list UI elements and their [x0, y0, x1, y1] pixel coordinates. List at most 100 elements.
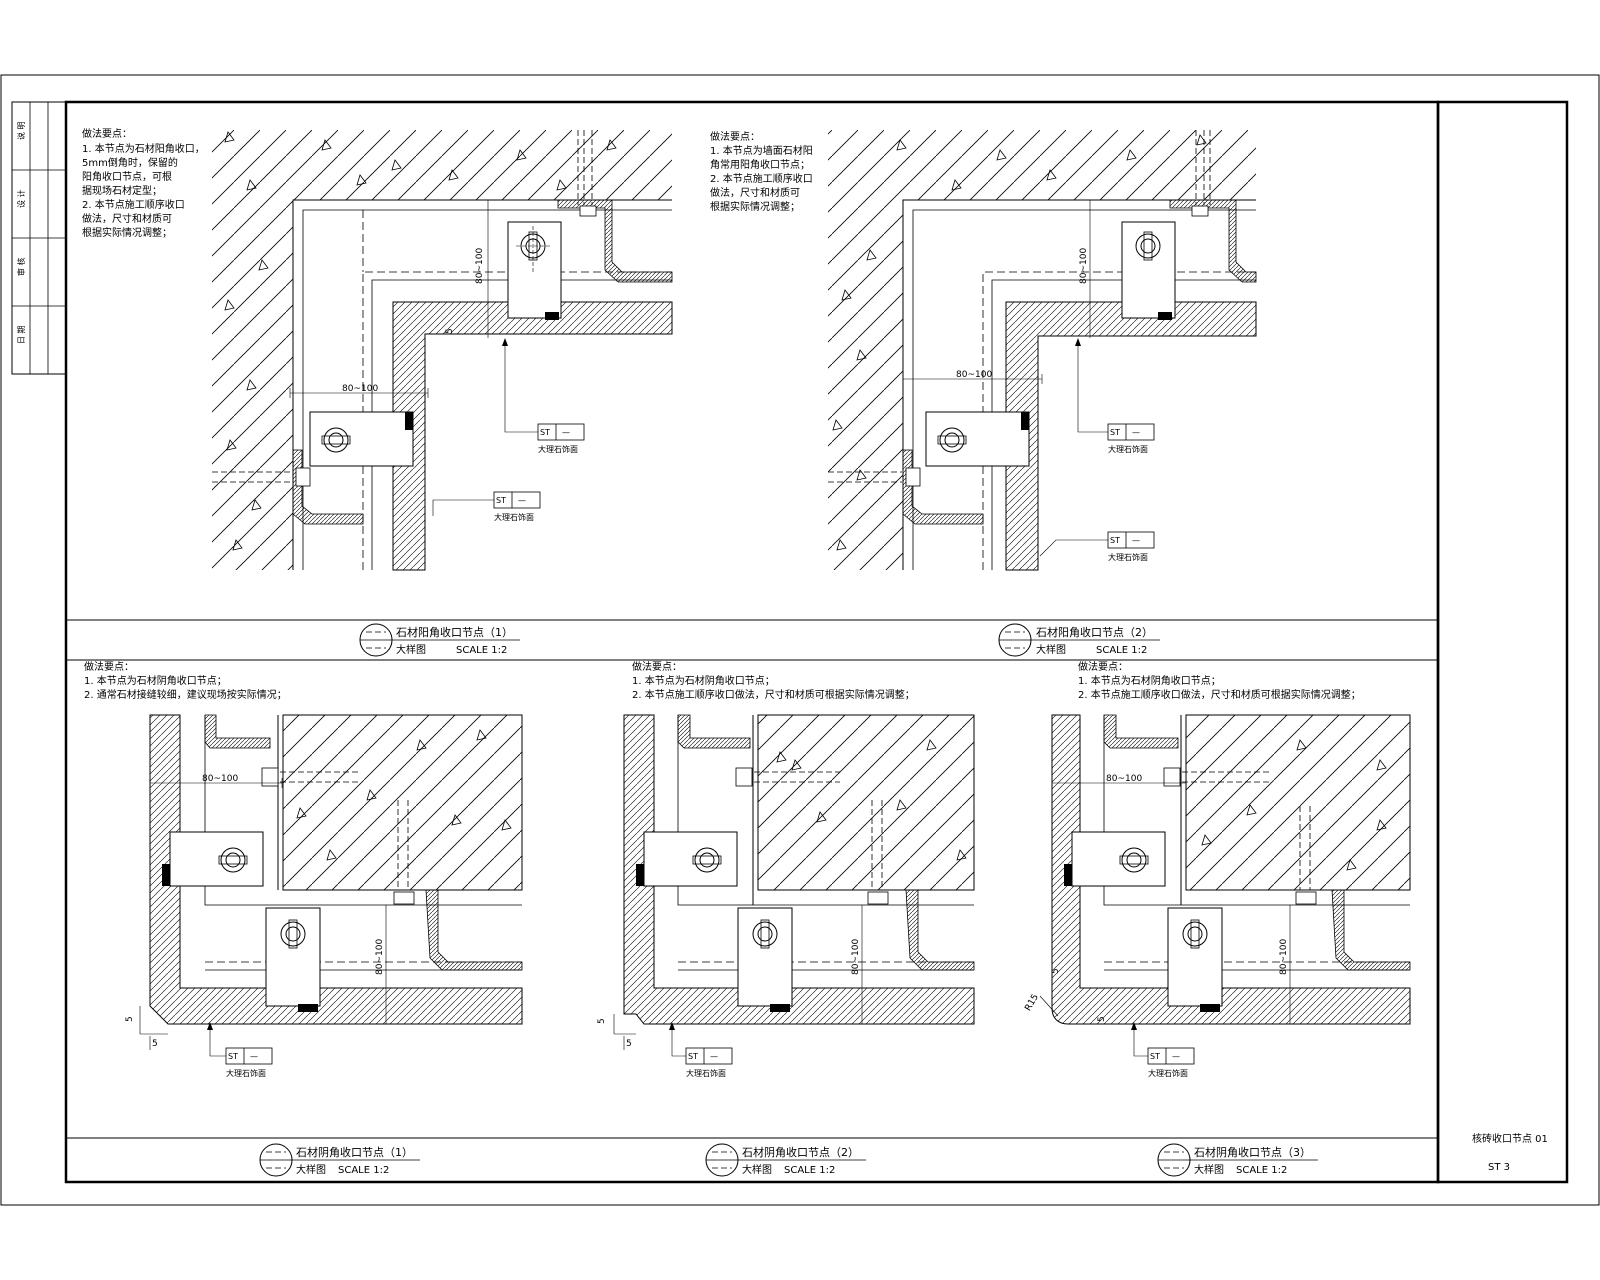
- d3-dim-5b: 5: [152, 1039, 158, 1049]
- d4-dim-vertical: 80~100: [851, 939, 861, 975]
- d3-dim-horizontal: 80~100: [202, 774, 238, 784]
- d4-dim-5a: 5: [597, 1018, 607, 1024]
- svg-text:—: —: [1132, 428, 1140, 437]
- title-1-name: 石材阳角收口节点（1）: [396, 625, 513, 639]
- title-3-name: 石材阴角收口节点（1）: [296, 1145, 413, 1159]
- d3-tag-1-label: 大理石饰面: [226, 1068, 266, 1078]
- svg-text:ST: ST: [496, 496, 506, 505]
- d5-dim-5b: 5: [1097, 1016, 1107, 1022]
- d5-tag-1: ST — 大理石饰面: [1147, 1047, 1195, 1078]
- detail-4: 80~100 5 5 ST — 大理石饰面 做法要点： 1. 本节点为石材阴角收…: [597, 660, 975, 1078]
- svg-text:ST: ST: [1150, 1052, 1160, 1061]
- d5-dim-5a: 5: [1051, 968, 1061, 974]
- svg-text:ST: ST: [228, 1052, 238, 1061]
- d3-dim-5a: 5: [125, 1016, 135, 1022]
- drawing-title: 核砖收口节点 01: [1472, 1132, 1548, 1145]
- title-5-scale: 大样图: [1194, 1163, 1224, 1176]
- drawing-number: ST 3: [1488, 1162, 1510, 1173]
- d4-tag-1-label: 大理石饰面: [686, 1068, 726, 1078]
- detail-5: 80~100 80~100 5 R15 5 ST — 大理石饰面 做法要点： 1…: [1023, 660, 1411, 1078]
- d5-tag-1-label: 大理石饰面: [1148, 1068, 1188, 1078]
- d4-notes: 做法要点： 1. 本节点为石材阴角收口节点； 2. 本节点施工顺序收口做法，尺寸…: [632, 660, 915, 701]
- svg-text:—: —: [250, 1052, 258, 1061]
- title-4-scale: 大样图: [742, 1163, 772, 1176]
- svg-text:角常用阳角收口节点；: 角常用阳角收口节点；: [710, 158, 810, 171]
- title-1-scale-value: SCALE 1:2: [456, 645, 507, 656]
- d1-tag-2: ST — 大理石饰面: [493, 491, 541, 522]
- d2-dim-horizontal: 80~100: [956, 370, 992, 380]
- svg-text:—: —: [1172, 1052, 1180, 1061]
- svg-text:做法要点：: 做法要点：: [82, 127, 132, 140]
- detail-title-5: 石材阴角收口节点（3） 大样图 SCALE 1:2: [1157, 1143, 1318, 1177]
- d1-dim-vertical: 80~100: [475, 248, 485, 284]
- svg-text:—: —: [518, 496, 526, 505]
- d3-notes: 做法要点： 1. 本节点为石材阴角收口节点； 2. 通常石材接缝较细，建议现场按…: [84, 660, 287, 701]
- detail-2: 80~100 80~100 ST — 大理石饰面 ST — 大理石饰面 做法要点…: [710, 130, 1257, 571]
- d5-dim-vertical: 80~100: [1279, 939, 1289, 975]
- svg-text:2. 本节点施工顺序收口: 2. 本节点施工顺序收口: [710, 172, 813, 185]
- d1-tag-1: ST — 大理石饰面: [537, 423, 585, 454]
- svg-text:做法，尺寸和材质可: 做法，尺寸和材质可: [710, 186, 800, 199]
- d5-notes: 做法要点： 1. 本节点为石材阴角收口节点； 2. 本节点施工顺序收口做法，尺寸…: [1078, 660, 1361, 701]
- title-4-name: 石材阴角收口节点（2）: [742, 1145, 859, 1159]
- d3-tag-1: ST — 大理石饰面: [225, 1047, 273, 1078]
- svg-text:—: —: [710, 1052, 718, 1061]
- d1-dim-horizontal: 80~100: [342, 384, 378, 394]
- svg-text:2. 本节点施工顺序收口做法，尺寸和材质可根据实际情况调整；: 2. 本节点施工顺序收口做法，尺寸和材质可根据实际情况调整；: [632, 688, 915, 701]
- svg-text:ST: ST: [1110, 536, 1120, 545]
- d1-tag-1-label: 大理石饰面: [538, 444, 578, 454]
- detail-title-4: 石材阴角收口节点（2） 大样图 SCALE 1:2: [705, 1143, 866, 1177]
- detail-title-1: 石材阳角收口节点（1） 大样图 SCALE 1:2: [359, 623, 520, 657]
- detail-1: 80~100 80~100 5 ST — 大理石饰面 ST — 大理石饰面 做法…: [82, 127, 673, 571]
- title-3-scale: 大样图: [296, 1163, 326, 1176]
- title-block: [1436, 100, 1569, 1184]
- svg-text:根据实际情况调整；: 根据实际情况调整；: [710, 200, 800, 213]
- title-5-name: 石材阴角收口节点（3）: [1194, 1145, 1311, 1159]
- d3-dim-vertical: 80~100: [375, 939, 385, 975]
- title-5-scale-value: SCALE 1:2: [1236, 1165, 1287, 1176]
- d5-dim-horizontal: 80~100: [1106, 774, 1142, 784]
- d2-tag-2-label: 大理石饰面: [1108, 552, 1148, 562]
- d1-tag-2-label: 大理石饰面: [494, 512, 534, 522]
- side-cell-2: 设 计: [16, 189, 26, 208]
- svg-text:2. 本节点施工顺序收口: 2. 本节点施工顺序收口: [82, 198, 185, 211]
- side-strip-table: 说 明 设 计 审 核 日 期: [11, 101, 67, 375]
- svg-text:—: —: [562, 428, 570, 437]
- svg-text:ST: ST: [540, 428, 550, 437]
- svg-text:做法，尺寸和材质可: 做法，尺寸和材质可: [82, 212, 172, 225]
- outer-border: [0, 74, 1600, 1206]
- d5-dim-r15: R15: [1023, 993, 1041, 1013]
- svg-text:2. 通常石材接缝较细，建议现场按实际情况；: 2. 通常石材接缝较细，建议现场按实际情况；: [84, 688, 287, 701]
- detail-title-2: 石材阳角收口节点（2） 大样图 SCALE 1:2: [998, 623, 1160, 657]
- svg-text:做法要点：: 做法要点：: [632, 660, 682, 673]
- svg-text:1. 本节点为石材阳角收口，: 1. 本节点为石材阳角收口，: [82, 142, 205, 155]
- title-3-scale-value: SCALE 1:2: [338, 1165, 389, 1176]
- d1-dim-gap: 5: [445, 328, 455, 334]
- svg-text:做法要点：: 做法要点：: [710, 130, 760, 143]
- svg-text:阳角收口节点，可根: 阳角收口节点，可根: [82, 170, 172, 183]
- d2-dim-vertical: 80~100: [1079, 248, 1089, 284]
- title-2-scale-value: SCALE 1:2: [1096, 645, 1147, 656]
- svg-text:做法要点：: 做法要点：: [1078, 660, 1128, 673]
- svg-text:2. 本节点施工顺序收口做法，尺寸和材质可根据实际情况调整；: 2. 本节点施工顺序收口做法，尺寸和材质可根据实际情况调整；: [1078, 688, 1361, 701]
- svg-text:ST: ST: [688, 1052, 698, 1061]
- svg-text:ST: ST: [1110, 428, 1120, 437]
- svg-text:1. 本节点为墙面石材阳: 1. 本节点为墙面石材阳: [710, 144, 813, 157]
- d1-notes: 做法要点： 1. 本节点为石材阳角收口， 5mm倒角时，保留的 阳角收口节点，可…: [82, 127, 205, 239]
- side-cell-3: 审 核: [16, 257, 26, 276]
- detail-3: 80~100 80~100 5 5 ST — 大理石饰面 做法要点： 1. 本节…: [84, 660, 523, 1078]
- d2-tag-1-label: 大理石饰面: [1108, 444, 1148, 454]
- title-1-scale: 大样图: [396, 643, 426, 656]
- svg-text:—: —: [1132, 536, 1140, 545]
- d2-tag-2: ST — 大理石饰面: [1107, 531, 1155, 562]
- svg-text:1. 本节点为石材阴角收口节点；: 1. 本节点为石材阴角收口节点；: [632, 674, 775, 687]
- svg-text:1. 本节点为石材阴角收口节点；: 1. 本节点为石材阴角收口节点；: [84, 674, 227, 687]
- d4-dim-5b: 5: [626, 1039, 632, 1049]
- svg-text:做法要点：: 做法要点：: [84, 660, 134, 673]
- svg-text:根据实际情况调整；: 根据实际情况调整；: [82, 226, 172, 239]
- svg-text:据现场石材定型；: 据现场石材定型；: [82, 184, 162, 197]
- svg-text:5mm倒角时，保留的: 5mm倒角时，保留的: [82, 156, 178, 169]
- title-4-scale-value: SCALE 1:2: [784, 1165, 835, 1176]
- detail-title-3: 石材阴角收口节点（1） 大样图 SCALE 1:2: [259, 1143, 420, 1177]
